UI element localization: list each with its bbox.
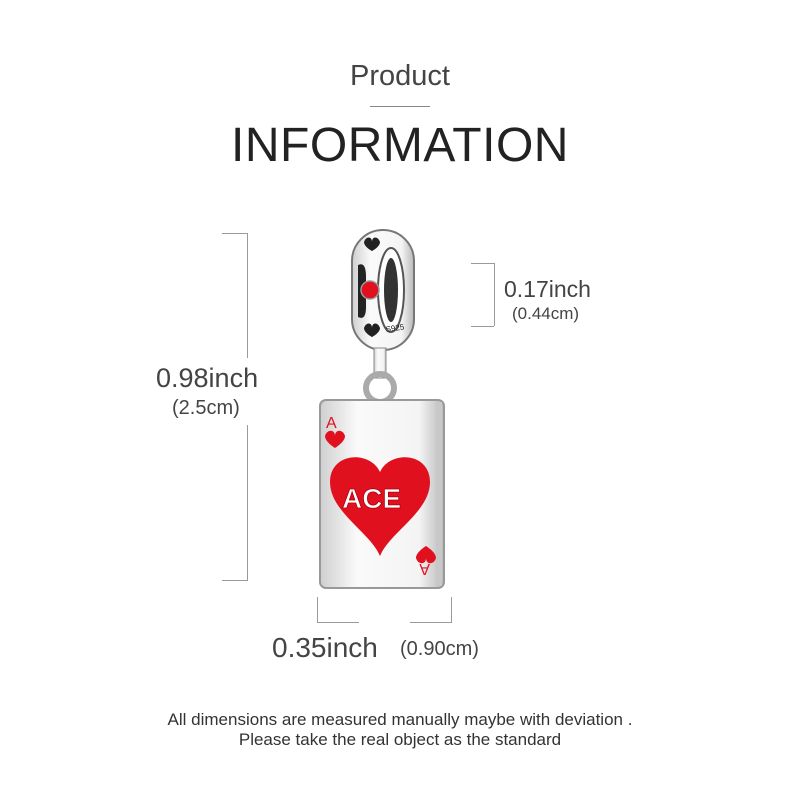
svg-text:A: A [326,415,337,432]
ace-card-charm-image: S925 A ACE A [319,229,445,589]
bail-cm-label: (0.44cm) [512,304,580,323]
disclaimer: All dimensions are measured manually may… [0,710,800,750]
height-cm-label: (2.5cm) [172,397,240,419]
disclaimer-line-1: All dimensions are measured manually may… [167,710,633,729]
disclaimer-line-2: Please take the real object as the stand… [238,730,562,749]
title-divider [370,106,430,107]
page-title: INFORMATION [231,119,569,172]
width-inch-label: 0.35inch [272,632,378,663]
header-subtitle: Product [350,60,450,92]
bail-inch-label: 0.17inch [504,276,591,302]
width-cm-label: (0.90cm) [400,638,479,660]
svg-text:A: A [419,560,430,577]
height-inch-label: 0.98inch [156,363,259,393]
svg-text:ACE: ACE [342,483,401,514]
svg-text:S925: S925 [385,322,405,334]
